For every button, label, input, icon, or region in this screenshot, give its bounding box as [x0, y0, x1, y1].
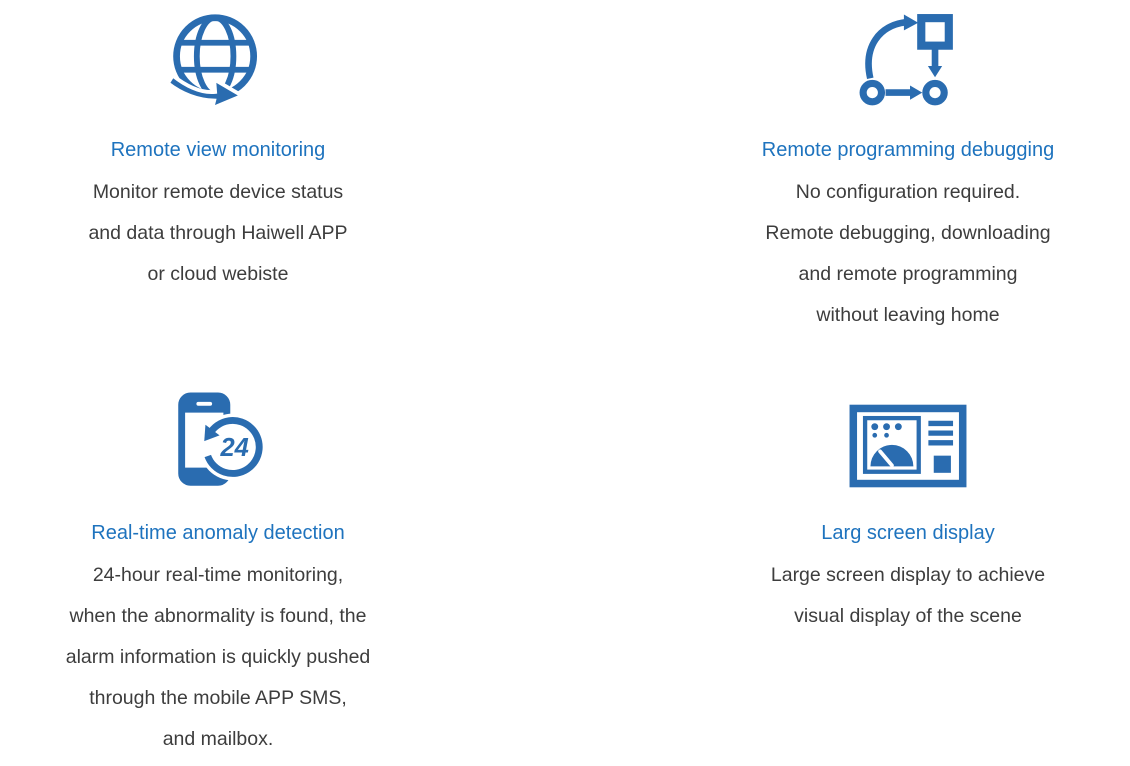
- feature-description-line: 24-hour real-time monitoring,: [92, 564, 344, 586]
- feature-card-large-screen-display: Larg screen display Large screen display…: [690, 383, 1126, 637]
- feature-description-line: Remote debugging, downloading: [765, 222, 1051, 244]
- feature-description-line: alarm information is quickly pushed: [65, 646, 371, 668]
- feature-description-line: and data through Haiwell APP: [88, 222, 348, 244]
- feature-description-line: visual display of the scene: [794, 605, 1022, 627]
- feature-description-line: without leaving home: [816, 304, 1000, 326]
- feature-title: Remote view monitoring: [110, 139, 326, 161]
- feature-card-remote-programming-debugging: Remote programming debugging No configur…: [690, 0, 1126, 336]
- feature-title: Remote programming debugging: [761, 139, 1055, 161]
- feature-description: 24-hour real-time monitoring, when the a…: [0, 555, 436, 760]
- feature-title: Real-time anomaly detection: [91, 522, 345, 544]
- feature-description: Monitor remote device status and data th…: [0, 172, 436, 295]
- program-debug-flow-icon: [690, 0, 1126, 120]
- feature-description-line: and mailbox.: [162, 728, 274, 750]
- phone-24h-icon-label: 24: [219, 434, 248, 462]
- feature-description-line: through the mobile APP SMS,: [89, 687, 347, 709]
- feature-description-line: Monitor remote device status: [92, 181, 344, 203]
- feature-card-remote-view-monitoring: Remote view monitoring Monitor remote de…: [0, 0, 436, 295]
- feature-description-line: Large screen display to achieve: [770, 564, 1046, 586]
- dashboard-screen-icon: [690, 383, 1126, 503]
- feature-description-line: No configuration required.: [795, 181, 1021, 203]
- feature-title: Larg screen display: [821, 522, 995, 544]
- phone-24h-icon: 24: [0, 383, 436, 503]
- feature-description: Large screen display to achieve visual d…: [690, 555, 1126, 637]
- globe-arrow-icon: [0, 0, 436, 120]
- feature-description-line: and remote programming: [798, 263, 1018, 285]
- feature-description: No configuration required. Remote debugg…: [690, 172, 1126, 336]
- feature-description-line: when the abnormality is found, the: [69, 605, 367, 627]
- feature-card-realtime-anomaly-detection: 24 Real-time anomaly detection 24-hour r…: [0, 383, 436, 760]
- feature-description-line: or cloud webiste: [147, 263, 289, 285]
